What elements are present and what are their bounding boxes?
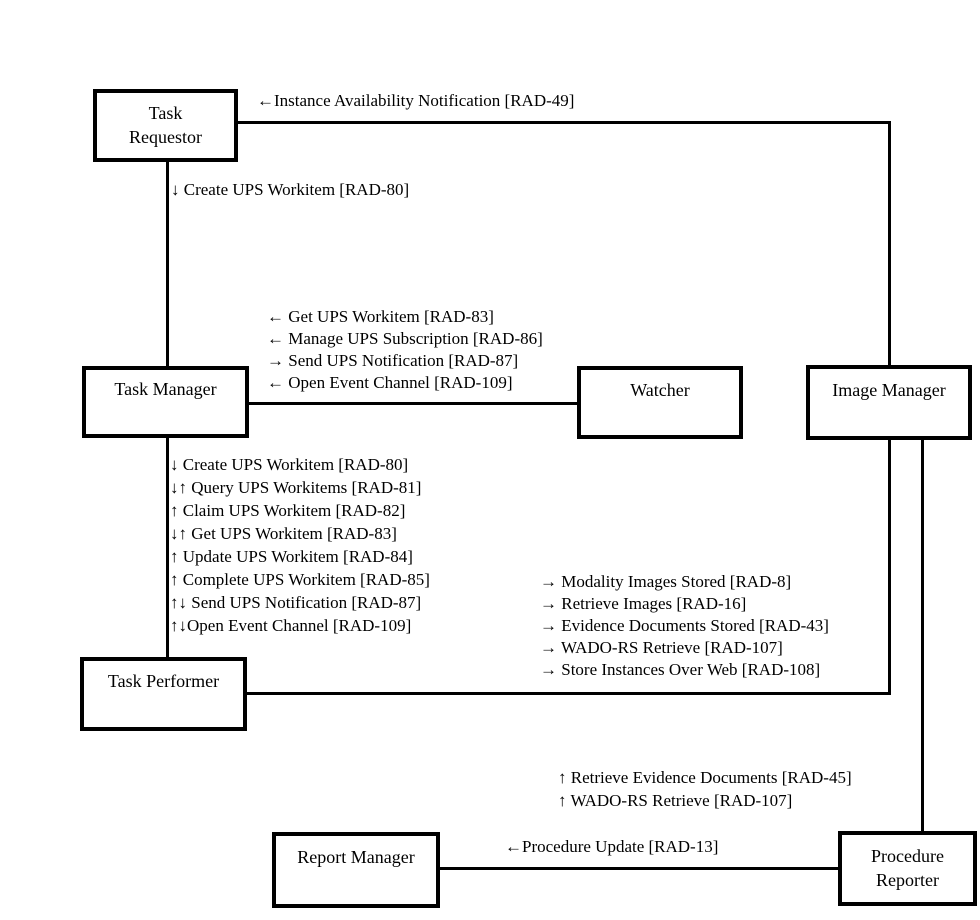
actor-label: Image Manager: [832, 379, 946, 400]
transaction-list-imagemanager-reporter: ↑ Retrieve Evidence Documents [RAD-45] ↑ …: [558, 766, 852, 812]
transaction-label: → WADO-RS Retrieve [RAD-107]: [540, 638, 783, 657]
transaction-list-manager-performer: ↓ Create UPS Workitem [RAD-80] ↓↑ Query U…: [170, 453, 430, 637]
transaction-label: ← Get UPS Workitem [RAD-83]: [267, 307, 494, 326]
connector-requestor-imagemanager-vertical: [888, 121, 891, 366]
actor-box-task-manager: Task Manager: [82, 366, 249, 438]
transaction-label: → Send UPS Notification [RAD-87]: [267, 351, 519, 370]
transaction-label: ↑↓Open Event Channel [RAD-109]: [170, 616, 412, 635]
transaction-label-create-ups-workitem: ↓ Create UPS Workitem [RAD-80]: [171, 180, 410, 199]
connector-requestor-manager: [166, 160, 169, 368]
actor-label: Requestor: [129, 126, 202, 147]
transaction-label: ← Manage UPS Subscription [RAD-86]: [267, 329, 543, 348]
actor-box-report-manager: Report Manager: [272, 832, 440, 908]
transaction-label: ← Open Event Channel [RAD-109]: [267, 373, 513, 392]
actor-label: Task Performer: [107, 671, 220, 692]
connector-imagemanager-reporter: [921, 438, 924, 833]
transaction-label: → Store Instances Over Web [RAD-108]: [540, 660, 821, 679]
connector-manager-watcher: [247, 402, 579, 405]
actor-label: Task: [148, 103, 183, 124]
actor-label: Report Manager: [297, 847, 415, 868]
transaction-list-manager-watcher: ← Get UPS Workitem [RAD-83] ← Manage UPS …: [267, 306, 543, 394]
transaction-label: ↓ Create UPS Workitem [RAD-80]: [170, 455, 409, 474]
transaction-list-performer-imagemanager: → Modality Images Stored [RAD-8] → Retrie…: [540, 571, 829, 681]
transaction-label: ↑ Retrieve Evidence Documents [RAD-45]: [558, 768, 852, 787]
transaction-label: → Evidence Documents Stored [RAD-43]: [540, 616, 829, 635]
connector-reportmanager-reporter: [438, 867, 840, 870]
actor-box-procedure-reporter: Procedure Reporter: [838, 831, 977, 906]
connector-imagemanager-down: [888, 438, 891, 695]
transaction-label: → Retrieve Images [RAD-16]: [540, 594, 747, 613]
actor-label: Watcher: [630, 379, 690, 400]
actor-box-task-performer: Task Performer: [80, 657, 247, 731]
actor-label: Task Manager: [114, 379, 217, 400]
transaction-label: ↓↑ Query UPS Workitems [RAD-81]: [170, 478, 422, 497]
transaction-label: ↑ Update UPS Workitem [RAD-84]: [170, 547, 413, 566]
transaction-label: ↑↓ Send UPS Notification [RAD-87]: [170, 593, 422, 612]
actor-label: Reporter: [876, 869, 939, 890]
actor-label: Procedure: [871, 846, 944, 867]
actor-box-watcher: Watcher: [577, 366, 743, 439]
connector-manager-performer: [166, 436, 169, 659]
connector-requestor-imagemanager-horizontal: [236, 121, 891, 124]
connector-performer-imagemanager: [245, 692, 891, 695]
actor-box-task-requestor: Task Requestor: [93, 89, 238, 162]
transaction-label: ↓↑ Get UPS Workitem [RAD-83]: [170, 524, 397, 543]
actor-box-image-manager: Image Manager: [806, 365, 972, 440]
transaction-label-instance-availability: ←Instance Availability Notification [RAD…: [257, 91, 575, 110]
transaction-label-procedure-update: ←Procedure Update [RAD-13]: [505, 837, 719, 856]
transaction-label: ↑ Complete UPS Workitem [RAD-85]: [170, 570, 430, 589]
transaction-label: → Modality Images Stored [RAD-8]: [540, 572, 792, 591]
transaction-label: ↑ Claim UPS Workitem [RAD-82]: [170, 501, 406, 520]
transaction-label: ↑ WADO-RS Retrieve [RAD-107]: [558, 791, 793, 810]
